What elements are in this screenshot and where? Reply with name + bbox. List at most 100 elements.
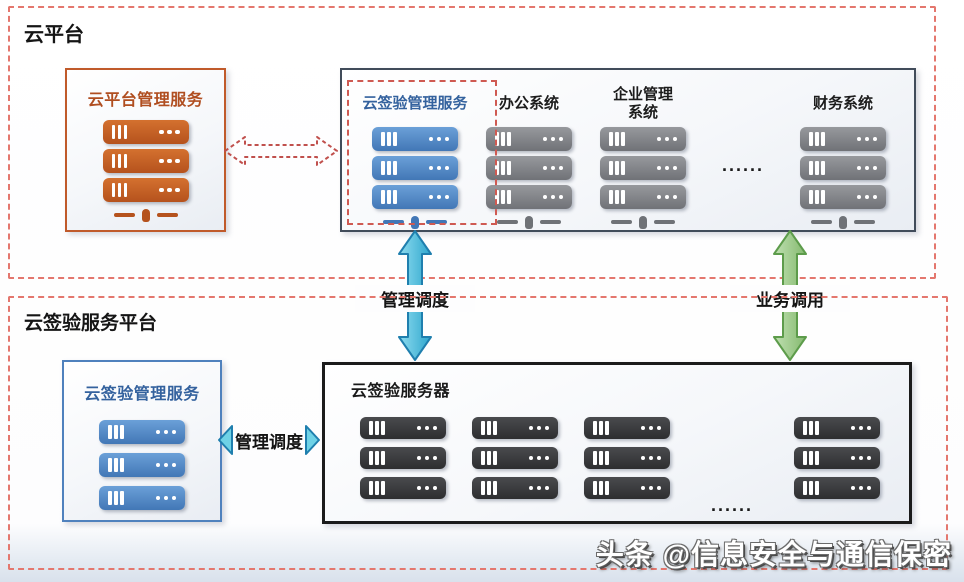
server-icon xyxy=(360,417,446,439)
server-icon xyxy=(372,185,458,209)
server-dots-icon xyxy=(856,194,877,200)
arrowhead-right-icon xyxy=(305,425,320,455)
column-title: 办公系统 xyxy=(498,96,559,112)
server-icon xyxy=(472,447,558,469)
server-columns: ...... xyxy=(360,415,880,516)
server-dots-icon xyxy=(542,194,563,200)
server-icon xyxy=(794,447,880,469)
server-dots-icon xyxy=(416,485,437,491)
dashed-double-arrow xyxy=(224,136,338,166)
server-grill-icon xyxy=(381,132,397,146)
cloud-platform-frame xyxy=(8,6,936,279)
server-grill-icon xyxy=(495,132,511,146)
server-icon xyxy=(99,420,185,444)
server-icon xyxy=(584,477,670,499)
server-icon xyxy=(372,127,458,151)
server-dots-icon xyxy=(856,165,877,171)
server-stack xyxy=(102,120,189,202)
server-grill-icon xyxy=(593,421,609,435)
server-column xyxy=(472,415,558,499)
server-grill-icon xyxy=(369,451,385,465)
server-stack xyxy=(99,420,185,510)
mouse-icon xyxy=(113,208,178,222)
server-icon xyxy=(800,127,886,151)
server-stack xyxy=(486,127,572,209)
server-icon xyxy=(360,477,446,499)
server-dots-icon xyxy=(850,425,871,431)
server-columns: 云签验管理服务办公系统企业管理系统......财务系统 xyxy=(342,70,914,229)
server-icon xyxy=(600,156,686,180)
server-dots-icon xyxy=(528,425,549,431)
server-grill-icon xyxy=(111,183,127,197)
bottom-manage-dispatch-label: 管理调度 xyxy=(235,432,303,452)
server-dots-icon xyxy=(416,455,437,461)
server-dots-icon xyxy=(856,136,877,142)
server-column: 办公系统 xyxy=(486,83,572,229)
server-column xyxy=(584,415,670,499)
mouse-icon xyxy=(611,215,675,229)
server-grill-icon xyxy=(809,161,825,175)
server-dots-icon xyxy=(155,495,176,501)
server-icon xyxy=(102,149,189,173)
server-grill-icon xyxy=(803,421,819,435)
server-grill-icon xyxy=(481,421,497,435)
cloud-platform-label: 云平台 xyxy=(24,24,84,46)
cloud-platform-management-box: 云平台管理服务 xyxy=(65,68,226,232)
mouse-icon xyxy=(497,215,561,229)
server-icon xyxy=(800,156,886,180)
server-icon xyxy=(800,185,886,209)
server-dots-icon xyxy=(416,425,437,431)
server-columns xyxy=(64,404,220,510)
server-grill-icon xyxy=(111,125,127,139)
server-icon xyxy=(794,477,880,499)
server-grill-icon xyxy=(495,190,511,204)
server-dots-icon xyxy=(428,194,449,200)
server-grill-icon xyxy=(495,161,511,175)
server-icon xyxy=(99,453,185,477)
column-title: 企业管理系统 xyxy=(612,87,673,121)
server-grill-icon xyxy=(593,451,609,465)
server-icon xyxy=(794,417,880,439)
server-dots-icon xyxy=(155,462,176,468)
server-column xyxy=(102,118,189,222)
server-grill-icon xyxy=(809,132,825,146)
server-icon xyxy=(99,486,185,510)
server-column xyxy=(99,404,185,510)
server-stack xyxy=(372,127,458,209)
server-dots-icon xyxy=(850,485,871,491)
mouse-icon xyxy=(383,215,447,229)
server-dots-icon xyxy=(850,455,871,461)
ellipsis-more-servers: ...... xyxy=(721,155,764,175)
mouse-icon xyxy=(811,215,875,229)
server-icon xyxy=(584,417,670,439)
server-dots-icon xyxy=(159,187,180,193)
server-icon xyxy=(486,185,572,209)
server-dots-icon xyxy=(542,165,563,171)
server-grill-icon xyxy=(111,154,127,168)
box-title: 云平台管理服务 xyxy=(87,92,204,109)
server-stack xyxy=(472,417,558,499)
server-dots-icon xyxy=(428,136,449,142)
server-grill-icon xyxy=(381,161,397,175)
server-grill-icon xyxy=(809,190,825,204)
arrowhead-left-icon xyxy=(218,425,233,455)
server-icon xyxy=(102,178,189,202)
server-dots-icon xyxy=(656,165,677,171)
server-dots-icon xyxy=(656,136,677,142)
signature-platform-label: 云签验服务平台 xyxy=(24,313,158,334)
server-stack xyxy=(800,127,886,209)
server-grill-icon xyxy=(609,132,625,146)
server-column: 财务系统 xyxy=(800,83,886,229)
server-dots-icon xyxy=(656,194,677,200)
server-icon xyxy=(600,127,686,151)
server-icon xyxy=(600,185,686,209)
server-grill-icon xyxy=(369,481,385,495)
column-title: 财务系统 xyxy=(812,96,873,112)
manage-dispatch-label: 管理调度 xyxy=(355,285,475,312)
server-stack xyxy=(794,417,880,499)
server-grill-icon xyxy=(481,481,497,495)
cloud-systems-box: 云签验管理服务办公系统企业管理系统......财务系统 xyxy=(340,68,916,232)
server-dots-icon xyxy=(542,136,563,142)
server-grill-icon xyxy=(381,190,397,204)
